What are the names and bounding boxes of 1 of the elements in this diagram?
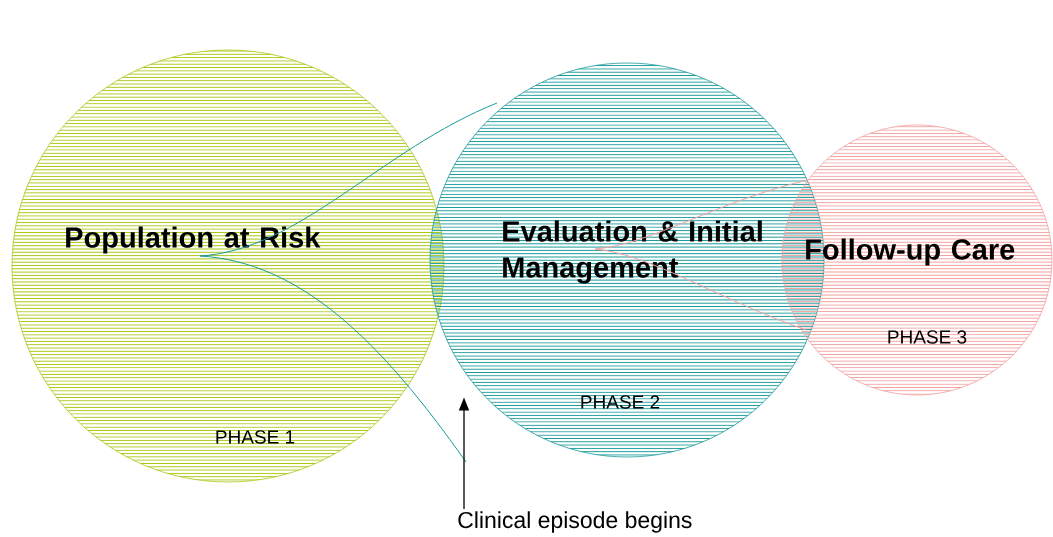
caption-text: Clinical episode begins [458, 511, 692, 533]
